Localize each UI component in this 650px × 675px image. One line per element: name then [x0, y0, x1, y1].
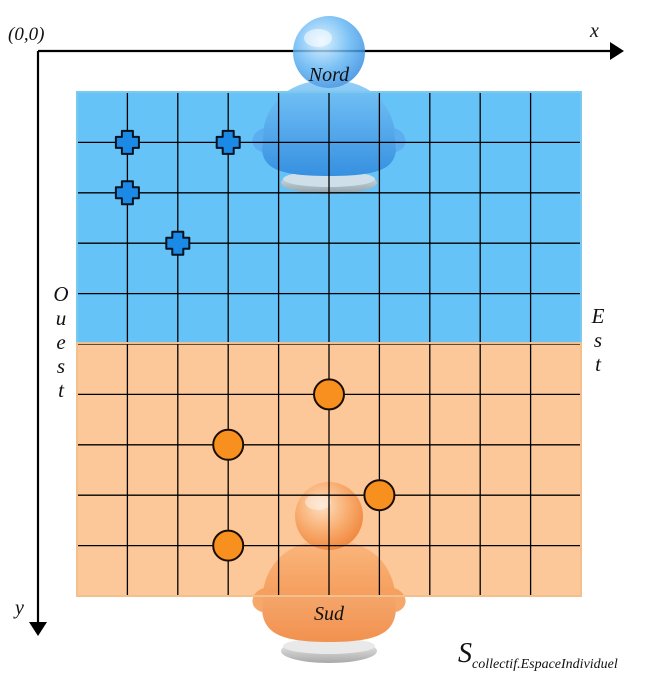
east-label: Est — [591, 304, 605, 376]
round-piece-icon — [363, 479, 396, 512]
cross-piece-icon — [114, 180, 140, 206]
x-axis-label: x — [589, 20, 599, 42]
east-label-letter: t — [595, 352, 602, 376]
round-pieces — [212, 378, 396, 562]
east-label-letter: s — [594, 328, 602, 352]
west-label-letter: O — [53, 282, 68, 306]
south-zone-border — [76, 342, 582, 597]
formula: Scollectif.EspaceIndividuel — [458, 638, 618, 672]
west-label-letter: e — [56, 330, 65, 354]
origin-label: (0,0) — [8, 24, 44, 45]
round-piece-icon — [212, 529, 245, 562]
west-label-letter: t — [58, 378, 65, 402]
formula-subscript: collectif.EspaceIndividuel — [472, 657, 618, 672]
y-axis-label: y — [13, 597, 24, 619]
west-label-letter: u — [56, 306, 67, 330]
round-piece-icon — [212, 428, 245, 461]
round-piece-icon — [313, 378, 345, 411]
cross-piece-icon — [215, 129, 241, 155]
west-label-letter: s — [57, 354, 65, 378]
formula-main: S — [458, 638, 472, 669]
cross-pieces — [114, 129, 241, 256]
x-axis-arrow-icon — [610, 42, 624, 60]
east-label-letter: E — [591, 304, 605, 328]
y-axis-arrow-icon — [29, 622, 47, 636]
south-label: Sud — [314, 603, 345, 625]
cross-piece-icon — [114, 129, 140, 155]
cross-piece-icon — [165, 230, 191, 256]
north-label: Nord — [308, 64, 350, 86]
